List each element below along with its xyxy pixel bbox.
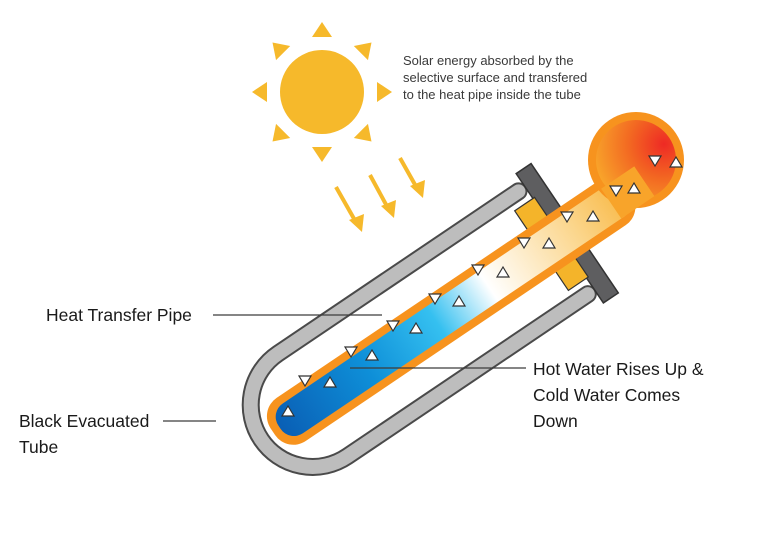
leader-lines <box>163 314 526 422</box>
heat-transfer-pipe <box>266 178 636 445</box>
caption-line-3: to the heat pipe inside the tube <box>403 87 581 102</box>
evacuated-tube-line-2: Tube <box>19 437 59 457</box>
sunlight-arrow-icon <box>334 157 425 232</box>
label-black-evacuated-tube: Black Evacuated Tube <box>19 408 149 460</box>
label-hot-water-rises: Hot Water Rises Up & Cold Water Comes Do… <box>533 356 704 434</box>
triangle-icon <box>280 155 684 417</box>
label-heat-transfer-pipe: Heat Transfer Pipe <box>46 302 192 328</box>
evacuated-tube-line-1: Black Evacuated <box>19 411 150 431</box>
hot-water-line-2: Cold Water Comes <box>533 385 681 405</box>
hot-water-line-1: Hot Water Rises Up & <box>533 359 704 379</box>
solar-energy-caption: Solar energy absorbed by the selective s… <box>403 52 587 103</box>
sun-icon <box>252 22 392 162</box>
hot-water-line-3: Down <box>533 411 578 431</box>
heat-transfer-pipe-text: Heat Transfer Pipe <box>46 305 192 325</box>
caption-line-2: selective surface and transfered <box>403 70 588 85</box>
caption-line-1: Solar energy absorbed by the <box>403 53 574 68</box>
black-evacuated-tube <box>241 182 597 476</box>
